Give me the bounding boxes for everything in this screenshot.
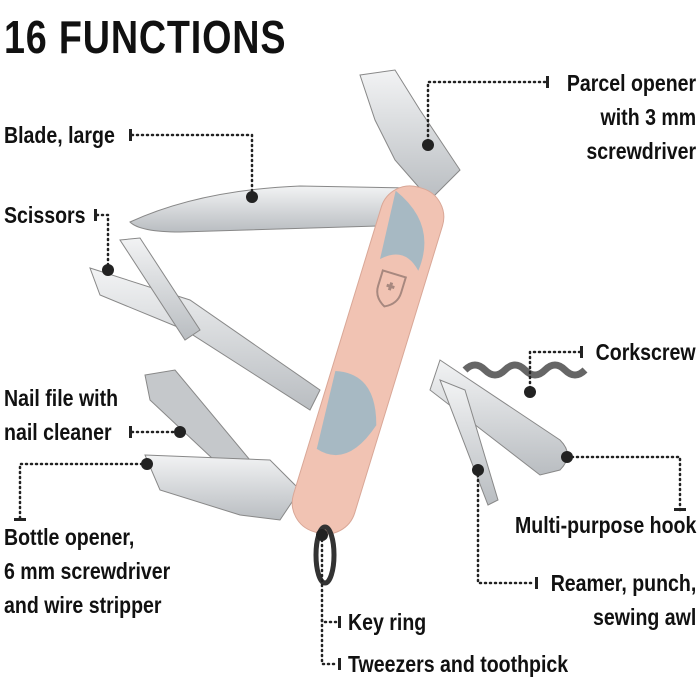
label-line: Reamer, punch, <box>550 570 696 596</box>
label-blade: Blade, large <box>4 122 115 148</box>
label-parcel-opener: Parcel opener with 3 mm screwdriver <box>567 66 696 168</box>
label-key-ring: Key ring <box>348 609 427 635</box>
label-line: screwdriver <box>586 138 696 164</box>
pink-handle <box>291 185 445 535</box>
leader-blade <box>130 133 254 199</box>
leader-reamer <box>476 468 537 585</box>
label-line: 6 mm screwdriver <box>4 558 171 584</box>
label-line: Bottle opener, <box>4 524 135 550</box>
cross-shield-logo <box>376 269 408 308</box>
key-ring <box>313 524 337 586</box>
leader-parcel-opener <box>426 80 547 147</box>
scissors-tool <box>89 267 321 411</box>
bottle-opener-tool <box>144 454 301 521</box>
label-tweezers: Tweezers and toothpick <box>348 651 569 677</box>
leader-bottle-opener <box>18 462 149 522</box>
parcel-opener-tool <box>359 69 461 201</box>
label-bottle-opener: Bottle opener, 6 mm screwdriver and wire… <box>4 520 170 622</box>
label-scissors: Scissors <box>4 202 86 228</box>
corkscrew-tool <box>462 361 588 379</box>
leader-corkscrew <box>528 350 582 394</box>
label-line: and wire stripper <box>4 592 162 618</box>
label-nail-file: Nail file with nail cleaner <box>4 381 118 449</box>
large-blade <box>129 185 411 233</box>
leader-tweezers <box>320 618 340 666</box>
page-title: 16 FUNCTIONS <box>4 11 287 63</box>
label-line: nail cleaner <box>4 419 112 445</box>
leader-hook <box>565 455 682 512</box>
label-line: sewing awl <box>592 604 696 630</box>
label-line: with 3 mm <box>600 104 696 130</box>
reamer-tool <box>439 379 499 506</box>
label-line: Nail file with <box>4 385 119 411</box>
label-reamer: Reamer, punch, sewing awl <box>550 566 696 634</box>
label-corkscrew: Corkscrew <box>596 339 696 365</box>
leader-scissors <box>95 213 110 272</box>
label-line: Parcel opener <box>566 70 696 96</box>
label-hook: Multi-purpose hook <box>514 512 696 538</box>
